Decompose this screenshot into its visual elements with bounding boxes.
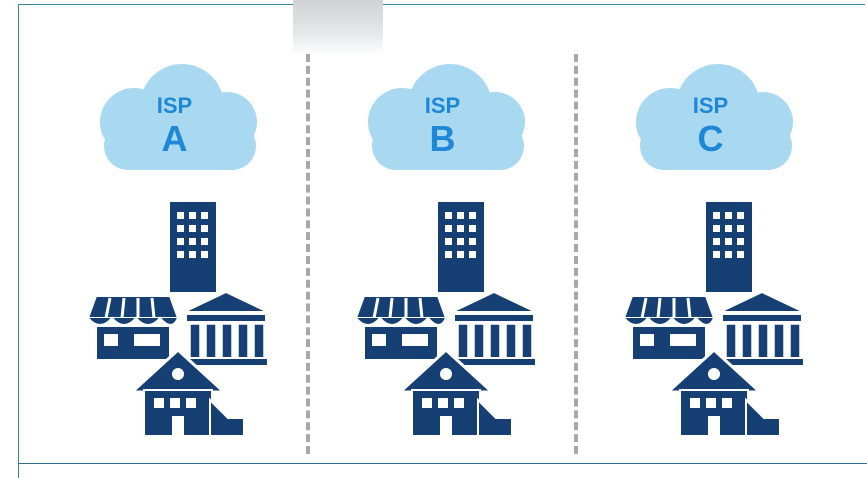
cloud-icon <box>100 64 257 170</box>
office-building-icon <box>706 202 752 292</box>
provider-panel-b: ISP B <box>350 60 550 450</box>
isp-label: ISP <box>156 93 193 118</box>
house-icon <box>128 347 245 437</box>
divider-right <box>574 54 578 454</box>
provider-panel-a: ISP A <box>82 60 282 450</box>
isp-label: ISP <box>424 93 461 118</box>
store-icon <box>622 295 716 361</box>
office-building-icon <box>170 202 216 292</box>
house-icon <box>664 347 781 437</box>
isp-letter: A <box>161 118 188 159</box>
bank-icon <box>719 290 805 367</box>
house-icon <box>396 347 513 437</box>
cloud-icon <box>636 64 793 170</box>
city-buildings-group <box>86 202 269 437</box>
city-buildings-group <box>354 202 537 437</box>
top-shade <box>293 0 383 56</box>
divider-left <box>306 54 310 454</box>
office-building-icon <box>438 202 484 292</box>
isp-label: ISP <box>692 93 729 118</box>
diagram-frame <box>18 4 865 478</box>
city-buildings-group <box>622 202 805 437</box>
isp-letter: B <box>429 118 456 159</box>
store-icon <box>354 295 448 361</box>
bottom-rule <box>18 463 867 464</box>
provider-panel-c: ISP C <box>618 60 818 450</box>
cloud-icon <box>368 64 525 170</box>
isp-letter: C <box>697 118 724 159</box>
store-icon <box>86 295 180 361</box>
bank-icon <box>183 290 269 367</box>
bank-icon <box>451 290 537 367</box>
